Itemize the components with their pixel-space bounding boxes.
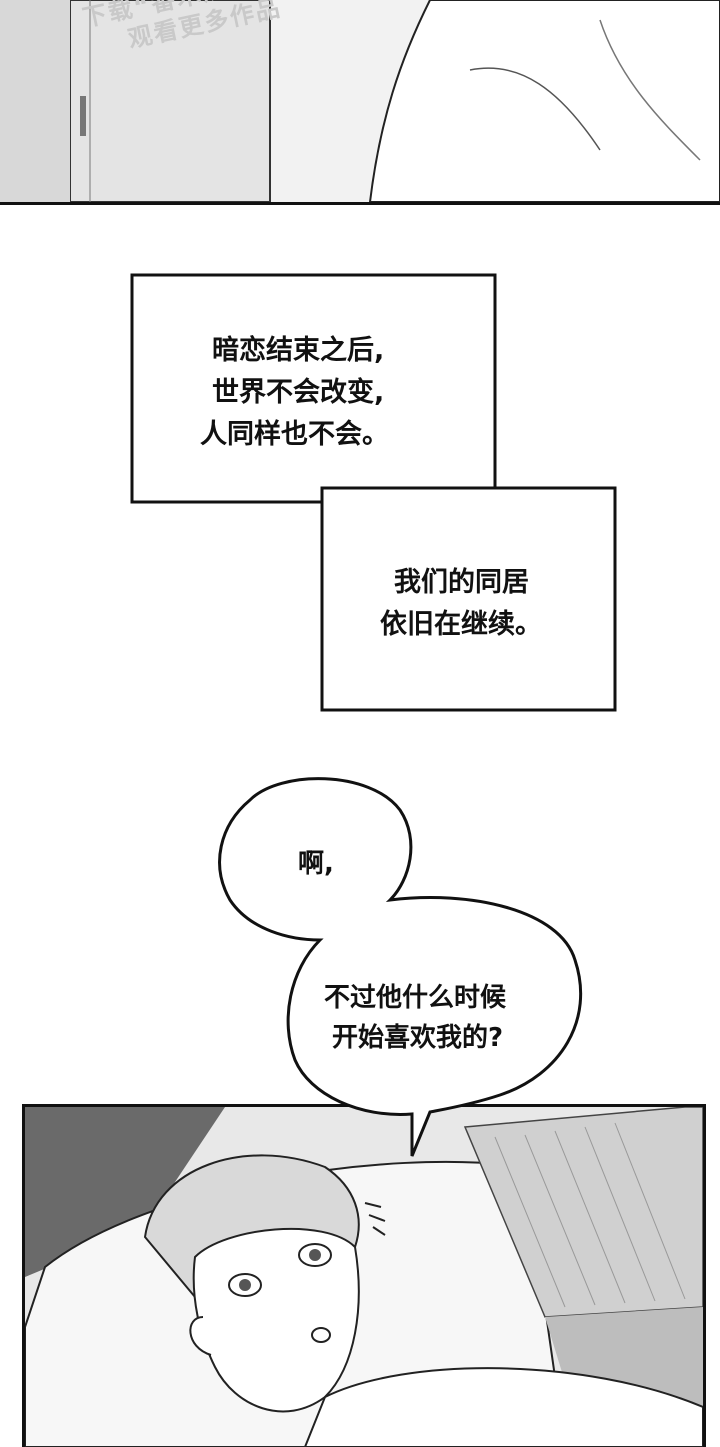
narration-1-line-1: 暗恋结束之后, xyxy=(212,335,385,366)
top-comic-panel: 下载“番木瓜 观看更多作品 xyxy=(0,0,720,205)
narration-box-1-text: 暗恋结束之后, 世界不会改变, 人同样也不会。 xyxy=(200,330,389,456)
narration-2-line-2: 依旧在继续。 xyxy=(380,609,542,640)
top-panel-artwork xyxy=(0,0,720,202)
narration-1-line-3: 人同样也不会。 xyxy=(200,419,389,450)
narration-2-line-1: 我们的同居 xyxy=(394,567,529,598)
speech-bubble-2-text: 不过他什么时候 开始喜欢我的? xyxy=(324,978,506,1058)
bottom-comic-panel xyxy=(22,1104,706,1447)
speech-2-line-2: 开始喜欢我的? xyxy=(332,1023,504,1053)
speech-2-line-1: 不过他什么时候 xyxy=(324,983,507,1013)
narration-1-line-2: 世界不会改变, xyxy=(212,377,385,408)
bottom-panel-artwork xyxy=(25,1107,703,1447)
narration-box-2-text: 我们的同居 依旧在继续。 xyxy=(380,562,542,646)
speech-bubble-1-text: 啊, xyxy=(298,849,334,879)
